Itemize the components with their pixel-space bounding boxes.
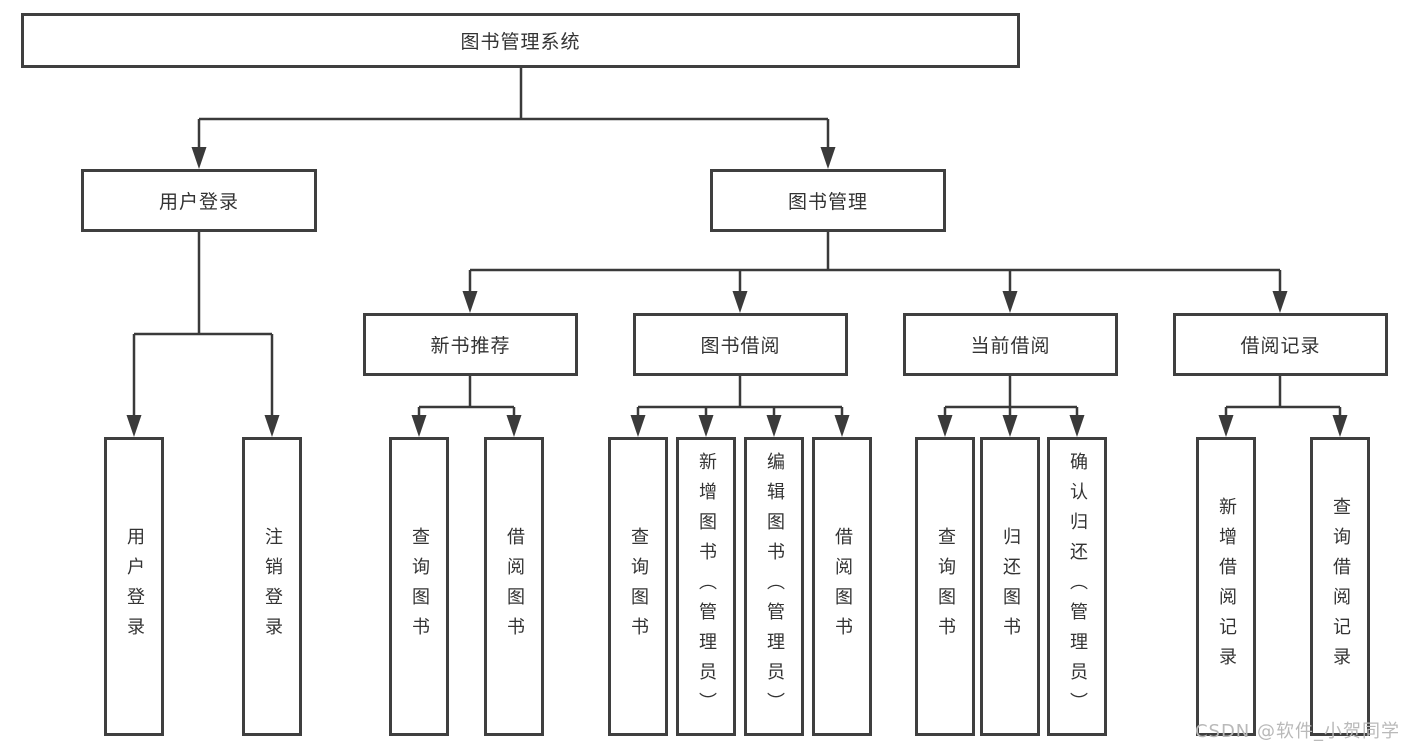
leaf-confirm-return-admin: 确认归还（管理员） — [1047, 437, 1107, 736]
arrowhead-icon — [1218, 415, 1234, 437]
arrowhead-icon — [937, 415, 953, 437]
arrowhead-icon — [1002, 415, 1018, 437]
arrowhead-icon — [462, 291, 478, 313]
arrowhead-icon — [1332, 415, 1348, 437]
leaf-current-query-book: 查询图书 — [915, 437, 975, 736]
node-book-borrowing: 图书借阅 — [633, 313, 848, 376]
node-book-management: 图书管理 — [710, 169, 946, 232]
connector-user-login-children — [132, 232, 274, 420]
leaf-rec-borrow-book: 借阅图书 — [484, 437, 544, 736]
connector-new-book-rec-children — [417, 376, 516, 420]
arrowhead-icon — [126, 415, 142, 437]
arrowhead-icon — [630, 415, 646, 437]
leaf-query-borrow-record: 查询借阅记录 — [1310, 437, 1370, 736]
leaf-borrow-borrow-book: 借阅图书 — [812, 437, 872, 736]
csdn-watermark: CSDN @软件_小贺同学 — [1194, 721, 1400, 742]
leaf-add-borrow-record: 新增借阅记录 — [1196, 437, 1256, 736]
connector-root-children — [197, 68, 830, 152]
arrowhead-icon — [264, 415, 280, 437]
arrowhead-icon — [506, 415, 522, 437]
connector-borrow-record-children — [1224, 376, 1342, 420]
node-user-login: 用户登录 — [81, 169, 317, 232]
leaf-logout: 注销登录 — [242, 437, 302, 736]
arrowhead-icon — [834, 415, 850, 437]
connector-book-borrow-children — [636, 376, 844, 420]
arrowhead-icon — [191, 147, 207, 169]
arrowhead-icon — [1069, 415, 1085, 437]
arrowhead-icon — [732, 291, 748, 313]
arrowhead-icon — [411, 415, 427, 437]
leaf-return-book: 归还图书 — [980, 437, 1040, 736]
node-root-system: 图书管理系统 — [21, 13, 1020, 68]
arrowhead-icon — [1002, 291, 1018, 313]
node-new-book-recommendation: 新书推荐 — [363, 313, 578, 376]
connector-book-mgmt-children — [468, 232, 1282, 296]
leaf-add-book-admin: 新增图书（管理员） — [676, 437, 736, 736]
arrowhead-icon — [1272, 291, 1288, 313]
leaf-borrow-query-book: 查询图书 — [608, 437, 668, 736]
connector-current-borrow-children — [943, 376, 1079, 420]
node-borrowing-records: 借阅记录 — [1173, 313, 1388, 376]
node-current-borrowing: 当前借阅 — [903, 313, 1118, 376]
arrowhead-icon — [698, 415, 714, 437]
leaf-edit-book-admin: 编辑图书（管理员） — [744, 437, 804, 736]
leaf-user-login: 用户登录 — [104, 437, 164, 736]
arrowhead-icon — [766, 415, 782, 437]
arrowhead-icon — [820, 147, 836, 169]
leaf-rec-query-book: 查询图书 — [389, 437, 449, 736]
